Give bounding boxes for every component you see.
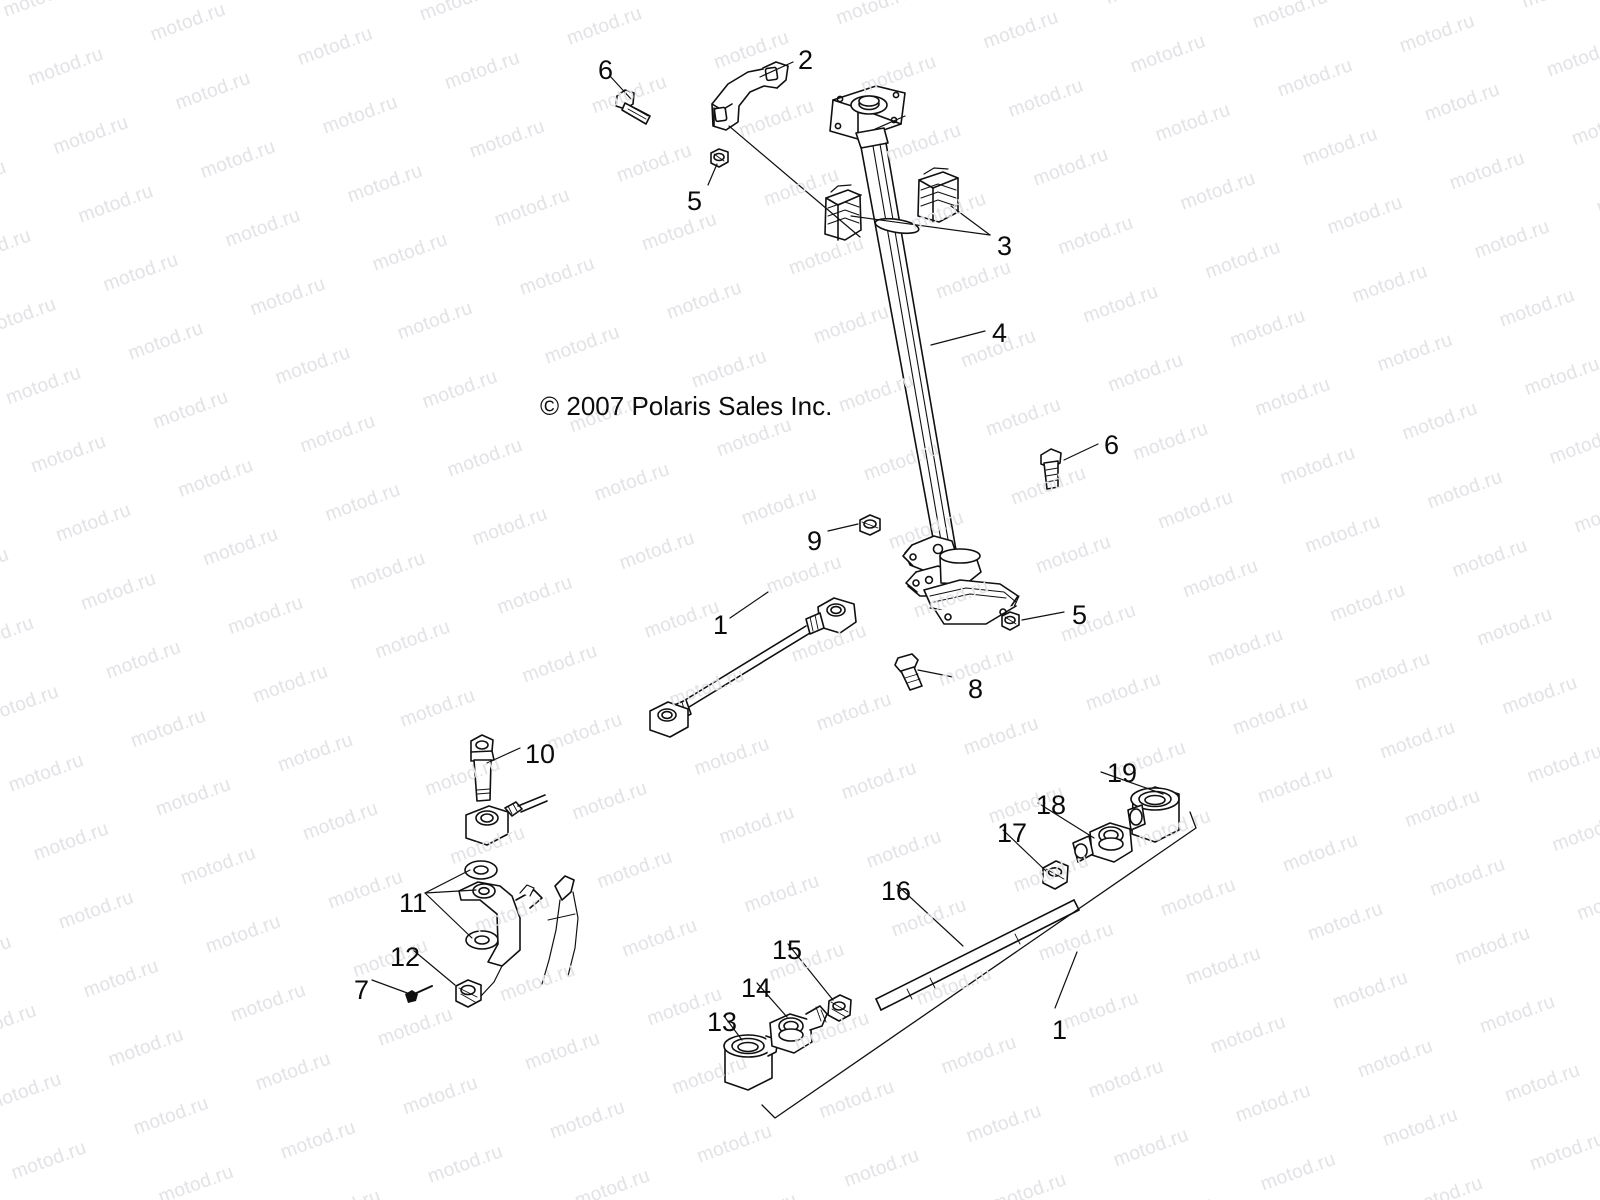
callout-8: 8 <box>968 674 984 704</box>
callout-14: 14 <box>741 973 772 1003</box>
callout-11: 11 <box>399 888 428 918</box>
callout-9: 9 <box>807 526 823 556</box>
callout-5-lower: 5 <box>1072 600 1088 630</box>
callout-3: 3 <box>997 231 1013 261</box>
callout-16: 16 <box>881 876 912 906</box>
copyright-notice: © 2007 Polaris Sales Inc. <box>540 391 833 421</box>
callout-18: 18 <box>1036 790 1067 820</box>
callout-5-upper: 5 <box>687 186 703 216</box>
callout-17: 17 <box>997 818 1028 848</box>
callout-19: 19 <box>1107 758 1138 788</box>
callout-6-lower: 6 <box>1104 430 1120 460</box>
callout-4: 4 <box>992 318 1008 348</box>
callout-1-lower: 1 <box>1052 1015 1068 1045</box>
callout-1-upper: 1 <box>713 610 729 640</box>
callout-6-upper: 6 <box>598 55 614 85</box>
callout-15: 15 <box>772 935 803 965</box>
callout-12: 12 <box>390 942 421 972</box>
callout-13: 13 <box>707 1007 738 1037</box>
callout-10: 10 <box>525 739 556 769</box>
callout-2: 2 <box>798 45 814 75</box>
callout-7: 7 <box>354 975 370 1005</box>
